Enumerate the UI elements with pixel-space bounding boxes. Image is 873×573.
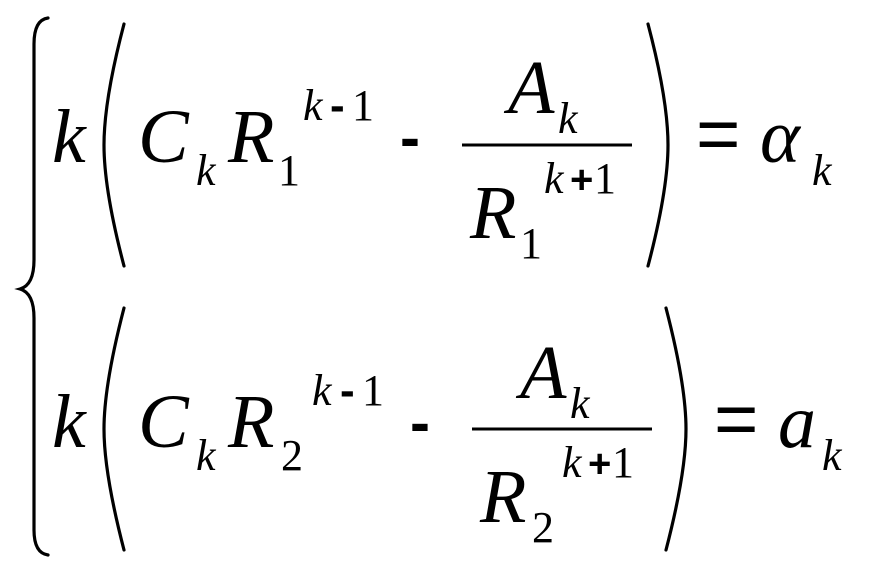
eq1-coefficient: k bbox=[52, 95, 87, 179]
eq2-exponent-k: k bbox=[312, 366, 333, 415]
eq2-c-subscript: k bbox=[196, 431, 217, 480]
eq1-exponent-minus: - bbox=[330, 81, 345, 130]
equation-2: k C k R 2 k - 1 - A k R 2 k + 1 = a k bbox=[52, 306, 843, 552]
eq2-coefficient: k bbox=[52, 380, 87, 464]
eq1-fraction-denominator: R bbox=[469, 171, 516, 255]
eq1-fraction-denominator-subscript: 1 bbox=[520, 219, 542, 268]
system-brace bbox=[14, 16, 50, 557]
eq2-rhs-a: a bbox=[778, 380, 816, 464]
eq1-c-base: C bbox=[138, 95, 190, 179]
eq1-r-subscript: 1 bbox=[278, 146, 300, 195]
eq2-denominator-exponent-k: k bbox=[562, 438, 583, 487]
eq1-fraction-numerator-subscript: k bbox=[558, 94, 579, 143]
eq2-exponent-one: 1 bbox=[362, 366, 384, 415]
eq2-equals-sign: = bbox=[714, 377, 758, 462]
equation-1: k C k R 1 k - 1 - A k R 1 k + 1 = α k bbox=[52, 22, 833, 268]
eq1-left-paren bbox=[102, 22, 126, 268]
eq2-exponent-minus: - bbox=[340, 366, 355, 415]
eq1-right-paren bbox=[646, 22, 670, 268]
eq1-c-subscript: k bbox=[196, 146, 217, 195]
eq1-exponent-k: k bbox=[303, 81, 324, 130]
eq1-denominator-exponent-one: 1 bbox=[594, 154, 616, 203]
eq1-denominator-exponent-k: k bbox=[544, 154, 565, 203]
eq1-exponent-one: 1 bbox=[352, 81, 374, 130]
eq1-minus-sign: - bbox=[400, 104, 420, 171]
eq1-rhs-alpha: α bbox=[760, 95, 802, 179]
eq1-rhs-subscript: k bbox=[812, 146, 833, 195]
eq2-fraction-denominator-subscript: 2 bbox=[532, 503, 554, 552]
eq2-r-subscript: 2 bbox=[281, 431, 303, 480]
eq2-r-base: R bbox=[227, 380, 274, 464]
eq2-fraction-numerator: A bbox=[515, 331, 567, 415]
eq2-left-paren bbox=[102, 306, 126, 552]
eq2-fraction-denominator: R bbox=[479, 455, 526, 539]
eq2-c-base: C bbox=[138, 380, 190, 464]
eq2-denominator-exponent-plus: + bbox=[588, 442, 611, 486]
eq2-minus-sign: - bbox=[410, 389, 430, 456]
eq1-equals-sign: = bbox=[696, 92, 740, 177]
eq2-fraction-numerator-subscript: k bbox=[570, 379, 591, 428]
eq1-r-base: R bbox=[227, 95, 274, 179]
eq1-fraction-numerator: A bbox=[503, 46, 555, 130]
eq2-rhs-subscript: k bbox=[822, 431, 843, 480]
eq2-denominator-exponent-one: 1 bbox=[612, 438, 634, 487]
eq2-right-paren bbox=[664, 306, 688, 552]
eq1-denominator-exponent-plus: + bbox=[570, 158, 593, 202]
